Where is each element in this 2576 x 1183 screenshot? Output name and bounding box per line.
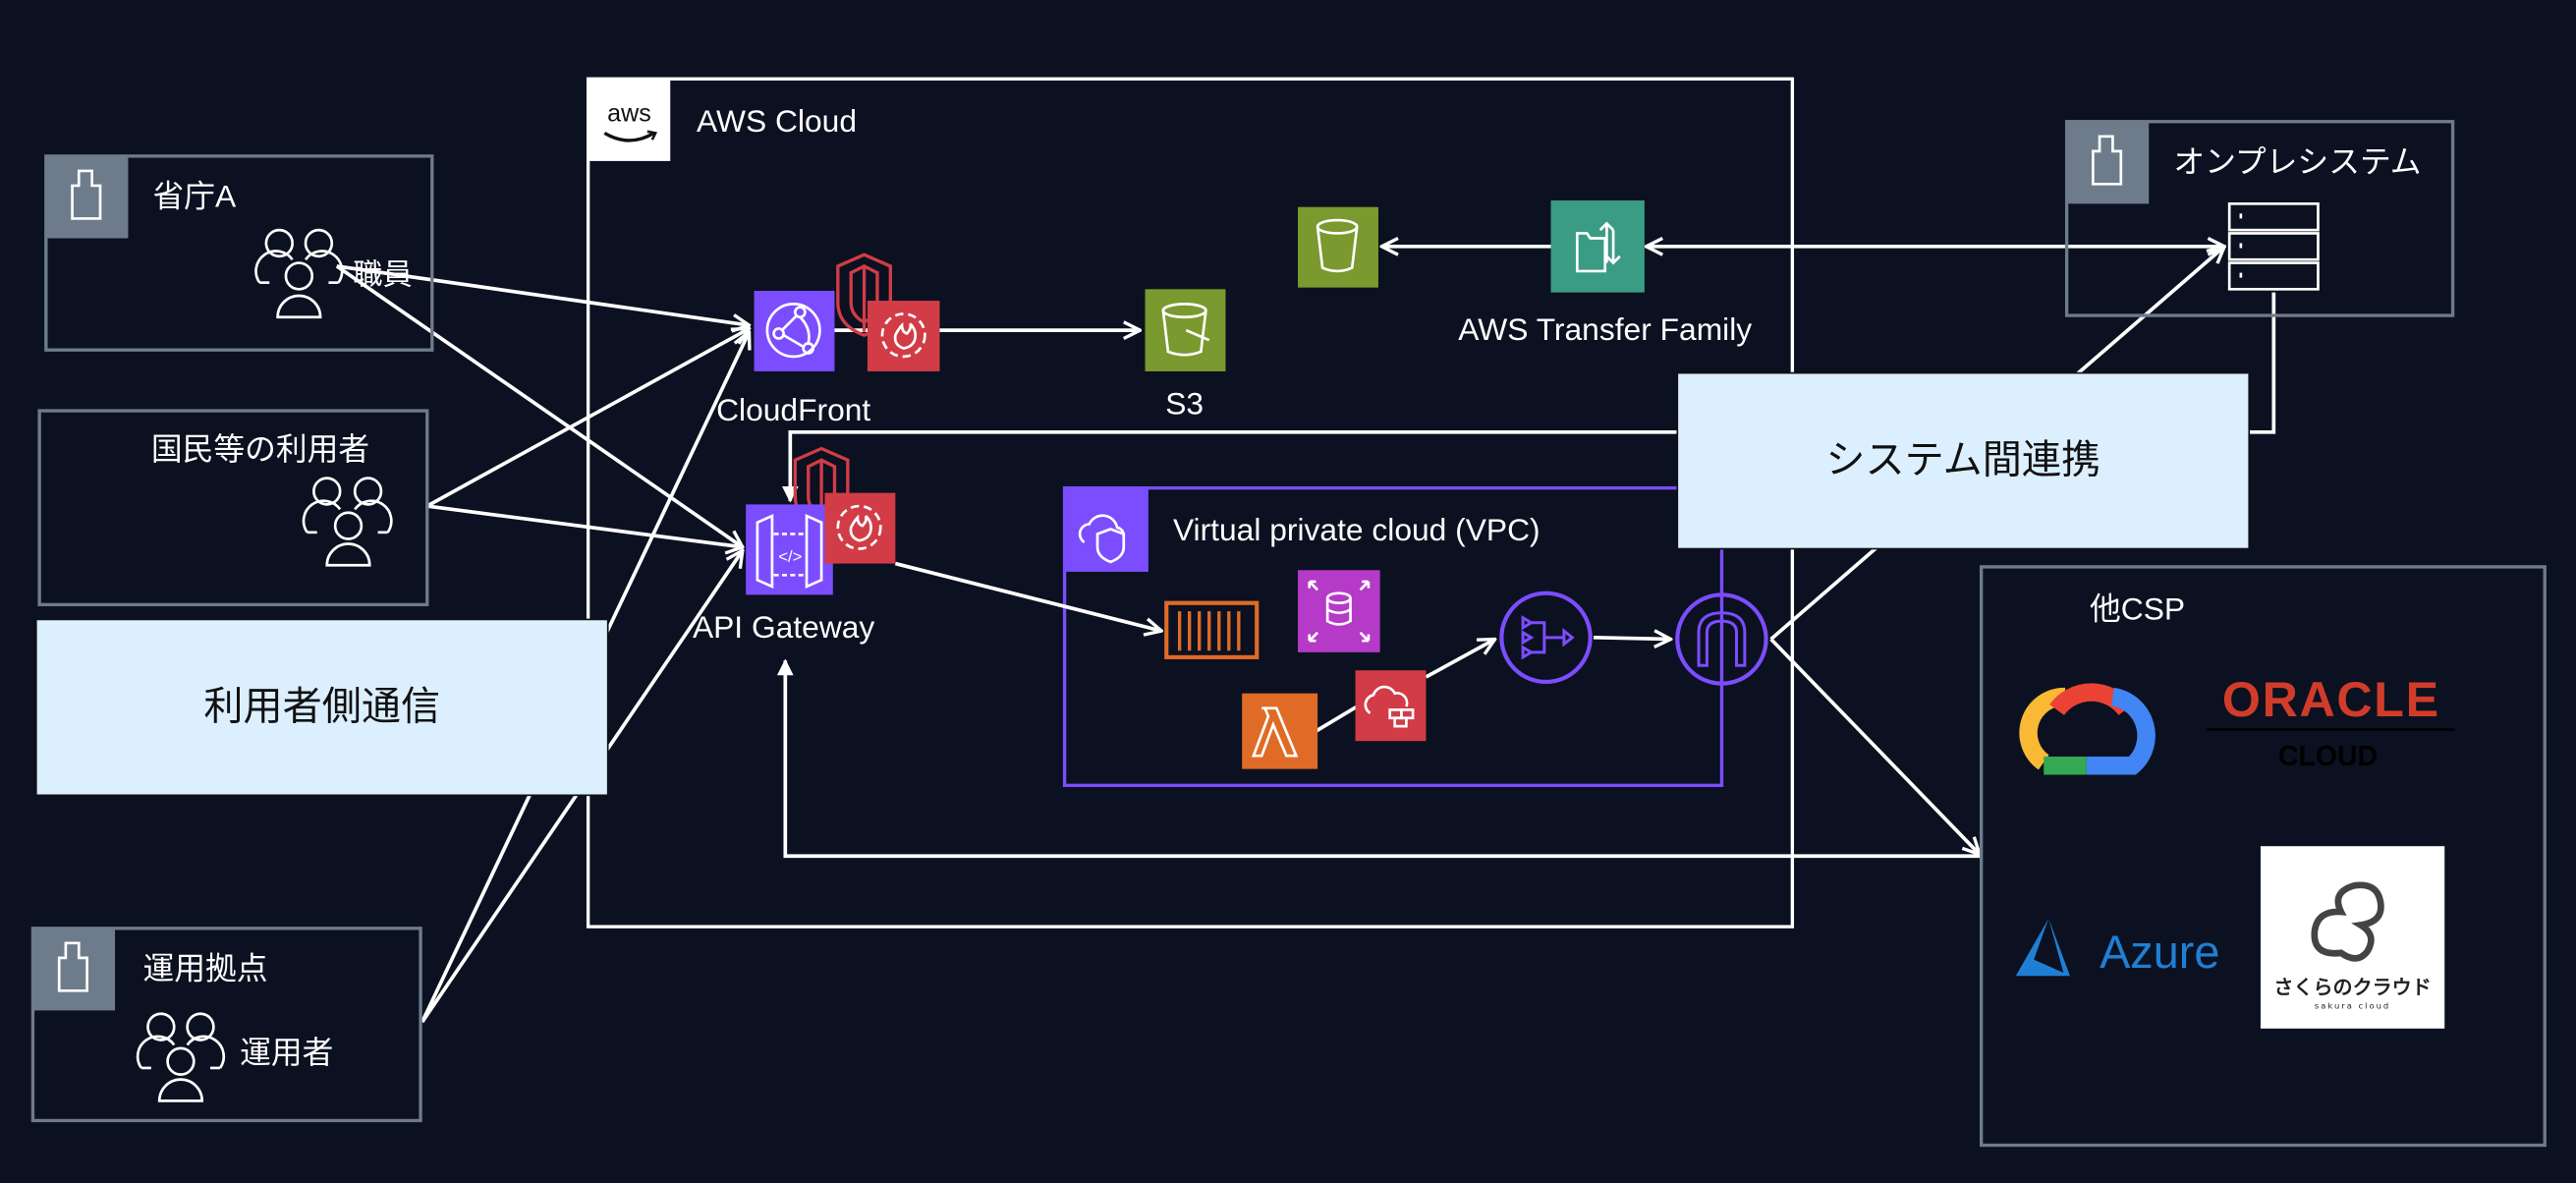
- group-onprem: オンプレシステム: [2064, 120, 2455, 317]
- building-icon: [45, 155, 129, 239]
- google-cloud-logo-icon: [2019, 683, 2156, 775]
- edge-staff-cloudfront: [336, 264, 750, 325]
- callout-inter-system-label: システム間連携: [1825, 438, 2100, 482]
- edge-lambda-firewall: [1315, 704, 1359, 733]
- api-gateway-label: API Gateway: [693, 609, 874, 645]
- edge-staff-apigw: [335, 264, 743, 547]
- oracle-sub-text: CLOUD: [2278, 741, 2378, 772]
- vpc-label: Virtual private cloud (VPC): [1173, 512, 1540, 547]
- sakura-icon: [2311, 881, 2384, 962]
- s3-label: S3: [1165, 385, 1204, 421]
- sakura-sub-text: sakura cloud: [2315, 1001, 2390, 1011]
- vpc-group: Virtual private cloud (VPC): [1062, 485, 1724, 787]
- internet-gateway-icon[interactable]: [1675, 592, 1768, 686]
- users-icon: [136, 1012, 226, 1102]
- service-api-gateway[interactable]: </> API Gateway: [693, 446, 896, 645]
- transfer-family-icon: [1550, 200, 1645, 293]
- network-firewall-icon[interactable]: [1355, 670, 1427, 742]
- operator-label: 運用者: [240, 1035, 333, 1070]
- service-cloudfront[interactable]: CloudFront: [716, 253, 940, 427]
- azure-logo: Azure: [2015, 918, 2219, 978]
- sakura-logo-text: さくらのクラウド: [2273, 976, 2431, 999]
- cloudfront-label: CloudFront: [716, 392, 870, 427]
- service-transfer-family[interactable]: AWS Transfer Family: [1458, 200, 1752, 347]
- lambda-icon[interactable]: [1242, 693, 1318, 769]
- azure-icon: [2015, 918, 2070, 977]
- s3-bucket-icon: [1145, 289, 1226, 371]
- group-citizens: 国民等の利用者: [37, 409, 429, 607]
- edge-csp-apigw-loop: [776, 658, 1980, 859]
- building-icon: [32, 928, 116, 1011]
- users-icon: [254, 228, 344, 319]
- oracle-cloud-logo: ORACLE CLOUD: [2206, 672, 2455, 772]
- ministry-label: 省庁A: [153, 179, 238, 214]
- building-icon: [2066, 121, 2150, 204]
- nat-gateway-icon[interactable]: [1499, 591, 1593, 685]
- server-icon: [2227, 202, 2320, 291]
- rds-icon[interactable]: [1298, 570, 1380, 652]
- edge-firewall-nat: [1425, 639, 1494, 679]
- onprem-label: オンプレシステム: [2173, 144, 2421, 180]
- service-s3-transfer-target[interactable]: [1298, 206, 1378, 288]
- container-icon[interactable]: [1164, 600, 1260, 659]
- azure-logo-text: Azure: [2100, 927, 2219, 978]
- vpc-contents: [1164, 570, 1768, 769]
- callout-user-side-label: 利用者側通信: [203, 684, 440, 728]
- edge-citizens-apigw: [426, 504, 743, 547]
- edge-apigw-container: [894, 561, 1161, 632]
- aws-logo-text: aws: [607, 100, 651, 128]
- staff-label: 職員: [354, 258, 413, 291]
- transfer-family-label: AWS Transfer Family: [1458, 311, 1752, 347]
- aws-logo-icon: [588, 79, 671, 161]
- service-s3[interactable]: S3: [1145, 289, 1226, 421]
- aws-cloud-label: AWS Cloud: [697, 103, 857, 139]
- aws-cloud-group: aws AWS Cloud: [586, 77, 1795, 929]
- users-icon: [302, 477, 393, 567]
- edge-onprem-apigw-loop: [781, 292, 2276, 503]
- citizens-label: 国民等の利用者: [151, 431, 369, 467]
- group-ministry: 省庁A 職員: [44, 154, 434, 352]
- ops-site-label: 運用拠点: [142, 951, 267, 986]
- callout-user-side: 利用者側通信: [34, 618, 609, 797]
- waf-icon: [867, 301, 940, 371]
- sakura-cloud-logo: さくらのクラウド sakura cloud: [2260, 846, 2445, 1029]
- waf-icon: [824, 492, 896, 564]
- edge-citizens-cloudfront: [425, 328, 750, 508]
- group-ops-site: 運用拠点 運用者: [30, 927, 422, 1123]
- api-code-glyph: </>: [778, 547, 802, 566]
- callout-inter-system: システム間連携: [1676, 371, 2251, 550]
- api-gateway-icon: [746, 504, 833, 595]
- edge-nat-igw: [1593, 638, 1671, 640]
- group-other-csp: 他CSP ORACLE CLOUD Azure さくらのクラウド sakura …: [1979, 565, 2547, 1148]
- other-csp-label: 他CSP: [2090, 591, 2185, 626]
- oracle-logo-text: ORACLE: [2222, 672, 2440, 727]
- edge-igw-csp: [1769, 638, 1980, 854]
